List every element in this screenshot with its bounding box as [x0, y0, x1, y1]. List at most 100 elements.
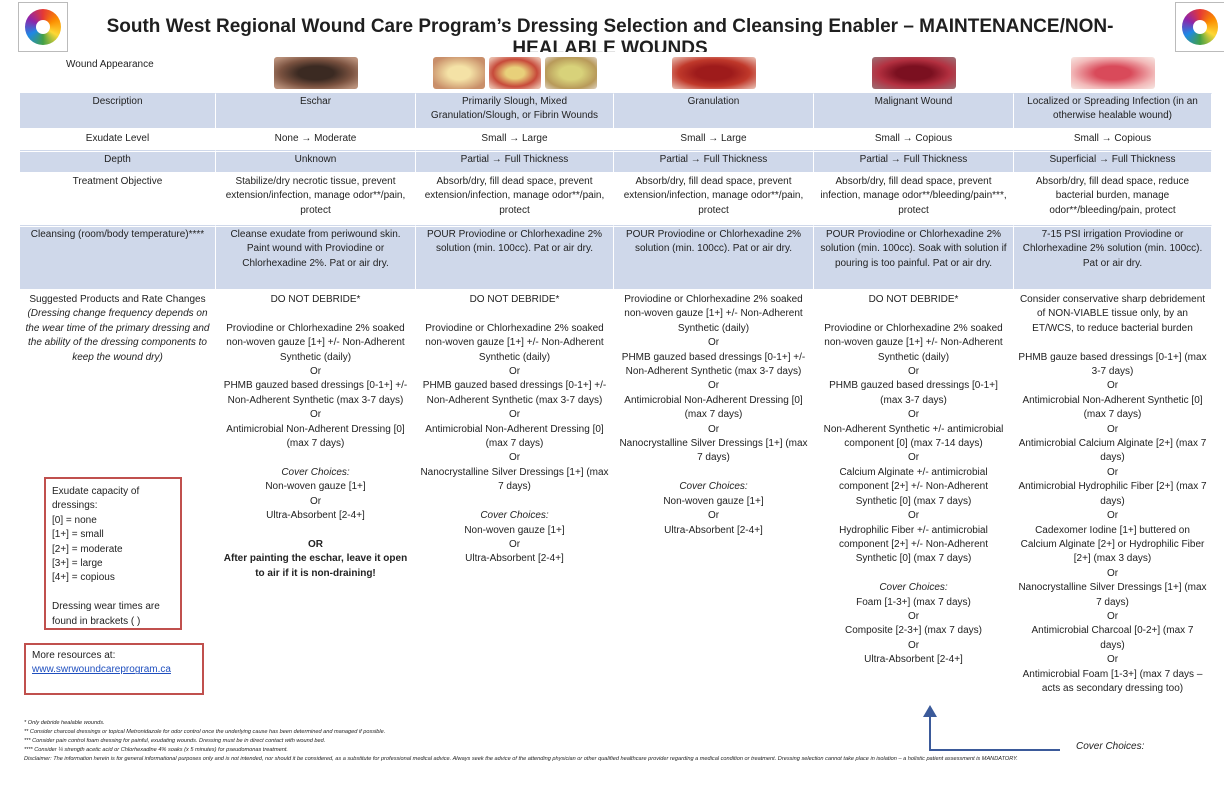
- text-line: [4+] = copious: [52, 572, 115, 584]
- text-line: Cover Choices:: [480, 510, 549, 522]
- text-line: PHMB gauzed based dressings [0-1+] +/- N…: [223, 380, 408, 406]
- products-label-cell: Suggested Products and Rate Changes (Dre…: [20, 292, 216, 762]
- text-line: Ultra-Absorbent [2-4+]: [465, 553, 564, 565]
- products-col-granulation: Proviodine or Chlorhexadine 2% soaked no…: [614, 292, 814, 762]
- text-line: Or: [508, 366, 521, 378]
- text-line: [420, 307, 609, 321]
- text-line: PHMB gauzed based dressings [0-1+] +/- N…: [621, 351, 806, 378]
- text-line: Calcium Alginate +/- antimicrobial compo…: [839, 466, 988, 507]
- depth-cell: Partial → Full Thickness: [614, 152, 814, 173]
- text-line: Cover Choices:: [281, 466, 350, 478]
- products-label-note: (Dressing change frequency depends on th…: [25, 308, 210, 363]
- text-line: [818, 307, 1009, 321]
- text-line: Nanocrystalline Silver Dressings [1+] (m…: [1018, 582, 1207, 608]
- text-line: Antimicrobial Foam [1-3+] (max 7 days – …: [1022, 668, 1203, 694]
- text-line: Antimicrobial Hydrophilic Fiber [2+] (ma…: [1018, 481, 1207, 507]
- objective-cell: Absorb/dry, fill dead space, prevent ext…: [416, 174, 614, 226]
- text-line: [220, 307, 411, 321]
- products-label: Suggested Products and Rate Changes: [29, 294, 206, 305]
- description-cell: Localized or Spreading Infection (in an …: [1014, 94, 1212, 129]
- text-line: Consider conservative sharp debridement …: [1019, 294, 1206, 334]
- slough-photos: [416, 52, 614, 94]
- exudate-cell: Small → Large: [416, 131, 614, 151]
- infection-cover-choices-label: Cover Choices:: [1076, 741, 1145, 752]
- cleansing-row: Cleansing (room/body temperature)**** Cl…: [20, 227, 1212, 290]
- text-line: Non-woven gauze [1+]: [663, 495, 764, 507]
- description-row: Description Eschar Primarily Slough, Mix…: [20, 94, 1212, 129]
- objective-cell: Absorb/dry, fill dead space, prevent ext…: [614, 174, 814, 226]
- text-line: OR: [308, 538, 323, 550]
- text-line: Proviodine or Chlorhexadine 2% soaked no…: [824, 322, 1003, 363]
- text-line: [1018, 336, 1207, 350]
- program-logo-left: [18, 2, 68, 52]
- text-line: Or: [707, 380, 720, 392]
- text-line: After painting the eschar, leave it open…: [223, 553, 408, 579]
- text-line: Or: [707, 510, 720, 522]
- text-line: Or: [508, 538, 521, 550]
- products-col-infection: Consider conservative sharp debridement …: [1014, 292, 1212, 762]
- text-line: Or: [1106, 654, 1119, 666]
- text-line: Dressing wear times are found in bracket…: [52, 601, 160, 627]
- objective-row: Treatment Objective Stabilize/dry necrot…: [20, 174, 1212, 226]
- text-line: Antimicrobial Charcoal [0-2+] (max 7 day…: [1031, 625, 1194, 651]
- text-line: Proviodine or Chlorhexadine 2% soaked no…: [425, 322, 604, 363]
- resources-link[interactable]: www.swrwoundcareprogram.ca: [32, 664, 171, 676]
- resources-box: More resources at: www.swrwoundcareprogr…: [24, 643, 204, 695]
- text-line: DO NOT DEBRIDE*: [868, 294, 959, 305]
- depth-row: Depth Unknown Partial → Full Thickness P…: [20, 152, 1212, 173]
- text-line: Or: [309, 495, 322, 507]
- eschar-photo: [216, 52, 416, 94]
- text-line: Non-Adherent Synthetic +/- antimicrobial…: [823, 423, 1004, 450]
- cleansing-label: Cleansing (room/body temperature)****: [20, 227, 216, 290]
- text-line: Or: [1106, 567, 1119, 579]
- products-col-eschar: DO NOT DEBRIDE* Proviodine or Chlorhexad…: [216, 292, 416, 762]
- text-line: Nanocrystalline Silver Dressings [1+] (m…: [420, 466, 609, 493]
- text-line: PHMB gauzed based dressings [0-1+] +/- N…: [422, 380, 607, 406]
- text-line: * Only debride healable wounds.: [24, 720, 105, 726]
- text-line: Antimicrobial Non-Adherent Dressing [0] …: [226, 423, 405, 450]
- text-line: Or: [309, 409, 322, 421]
- text-line: Or: [508, 452, 521, 464]
- text-line: Ultra-Absorbent [2-4+]: [864, 654, 963, 666]
- cleansing-cell: Cleanse exudate from periwound skin. Pai…: [216, 227, 416, 290]
- text-line: Foam [1-3+] (max 7 days): [856, 596, 971, 608]
- exudate-cell: Small → Copious: [814, 131, 1014, 151]
- exudate-cell: None → Moderate: [216, 131, 416, 151]
- depth-cell: Superficial → Full Thickness: [1014, 152, 1212, 173]
- text-line: Proviodine or Chlorhexadine 2% soaked no…: [226, 322, 405, 363]
- text-line: Cover Choices:: [879, 582, 948, 594]
- text-line: Or: [1106, 380, 1119, 392]
- description-cell: Primarily Slough, Mixed Granulation/Slou…: [416, 94, 614, 129]
- text-line: [1+] = small: [52, 529, 104, 541]
- text-line: [3+] = large: [52, 558, 103, 570]
- text-line: Or: [1106, 610, 1119, 622]
- text-line: DO NOT DEBRIDE*: [270, 294, 361, 305]
- products-col-malignant: DO NOT DEBRIDE* Proviodine or Chlorhexad…: [814, 292, 1014, 762]
- text-line: [2+] = moderate: [52, 543, 123, 555]
- text-line: Or: [1106, 510, 1119, 522]
- text-line: **** Consider ¼ strength acetic acid or …: [24, 747, 288, 753]
- exudate-capacity-box: Exudate capacity of dressings:[0] = none…: [44, 477, 182, 630]
- cleansing-cell: POUR Proviodine or Chlorhexadine 2% solu…: [614, 227, 814, 290]
- footnotes: * Only debride healable wounds. ** Consid…: [24, 719, 1204, 764]
- text-line: Or: [907, 409, 920, 421]
- depth-cell: Partial → Full Thickness: [814, 152, 1014, 173]
- text-line: PHMB gauze based dressings [0-1+] (max 3…: [1018, 351, 1207, 378]
- text-line: Or: [309, 366, 322, 378]
- text-line: ** Consider charcoal dressings or topica…: [24, 729, 386, 735]
- text-line: Hydrophilic Fiber +/- antimicrobial comp…: [839, 524, 988, 565]
- text-line: [420, 495, 609, 509]
- depth-cell: Partial → Full Thickness: [416, 152, 614, 173]
- granulation-photo: [614, 52, 814, 94]
- text-line: Or: [1106, 423, 1119, 435]
- text-line: Non-woven gauze [1+]: [265, 481, 366, 493]
- text-line: Or: [707, 337, 720, 349]
- text-line: *** Consider pain control foam dressing …: [24, 738, 326, 744]
- objective-cell: Absorb/dry, fill dead space, reduce bact…: [1014, 174, 1212, 226]
- resources-label: More resources at:: [32, 650, 116, 661]
- logo-ring-icon: [25, 9, 61, 45]
- text-line: Antimicrobial Non-Adherent Synthetic [0]…: [1022, 394, 1203, 421]
- description-label: Description: [20, 94, 216, 129]
- text-line: Antimicrobial Non-Adherent Dressing [0] …: [425, 423, 604, 450]
- text-line: Ultra-Absorbent [2-4+]: [266, 510, 365, 522]
